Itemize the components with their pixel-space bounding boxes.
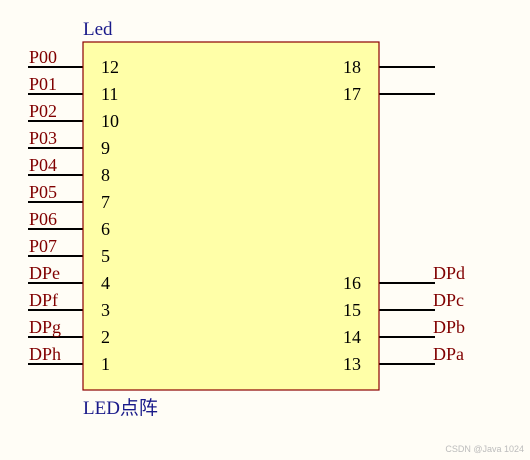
net-label: DPb — [433, 317, 465, 337]
net-label: DPa — [433, 344, 464, 364]
pin-number: 3 — [101, 300, 110, 320]
pin-number: 6 — [101, 219, 110, 239]
net-label: P03 — [29, 128, 57, 148]
net-label: P04 — [29, 155, 57, 175]
pin-number: 2 — [101, 327, 110, 347]
component-body[interactable] — [82, 41, 380, 391]
pin-number: 18 — [343, 57, 361, 77]
net-label: P06 — [29, 209, 57, 229]
net-label: DPc — [433, 290, 464, 310]
watermark: CSDN @Java 1024 — [445, 444, 524, 454]
pin-number: 8 — [101, 165, 110, 185]
net-label: P07 — [29, 236, 57, 256]
component-comment: LED点阵 — [83, 397, 158, 419]
pin-number: 11 — [101, 84, 118, 104]
labels-layer: 12P0011P0110P029P038P047P056P065P074DPe3… — [29, 47, 465, 374]
net-label: DPf — [29, 290, 58, 310]
pin-number: 17 — [343, 84, 361, 104]
pin-number: 13 — [343, 354, 361, 374]
pin-number: 1 — [101, 354, 110, 374]
pins-layer — [28, 66, 435, 365]
pin-number: 14 — [343, 327, 361, 347]
pin-number: 9 — [101, 138, 110, 158]
net-label: DPe — [29, 263, 60, 283]
net-label: P02 — [29, 101, 57, 121]
net-label: P05 — [29, 182, 57, 202]
net-label: P01 — [29, 74, 57, 94]
pin-number: 5 — [101, 246, 110, 266]
pin-number: 4 — [101, 273, 110, 293]
pin-number: 15 — [343, 300, 361, 320]
pin-number: 10 — [101, 111, 119, 131]
net-label: DPg — [29, 317, 61, 337]
net-label: DPh — [29, 344, 61, 364]
pin-number: 16 — [343, 273, 361, 293]
net-label: P00 — [29, 47, 57, 67]
component-designator: Led — [83, 19, 113, 40]
net-label: DPd — [433, 263, 465, 283]
pin-number: 7 — [101, 192, 110, 212]
pin-number: 12 — [101, 57, 119, 77]
